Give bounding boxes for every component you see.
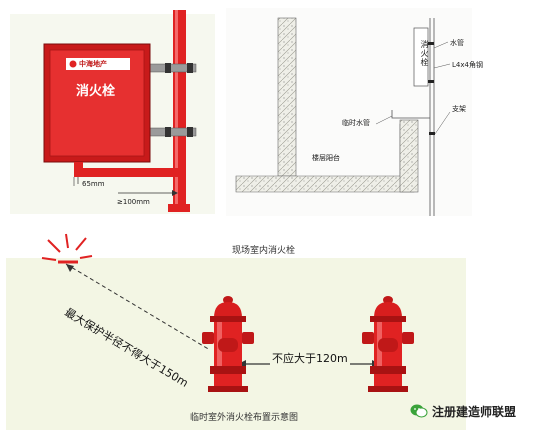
watermark-text: 注册建造师联盟 <box>432 404 517 419</box>
section-cabinet <box>413 27 429 87</box>
dimension-small: 65mm <box>82 180 105 188</box>
watermark: 注册建造师联盟 <box>410 402 516 420</box>
dimension-large: ≥100mm <box>117 198 150 206</box>
temp-pipe-label: 临时水管 <box>342 119 370 127</box>
outdoor-caption: 临时室外消火栓布置示意图 <box>190 413 299 423</box>
brand-plate <box>66 58 130 70</box>
wechat-icon <box>410 404 428 418</box>
spacing-note: 不应大于120m <box>270 350 350 366</box>
radius-line <box>65 263 211 351</box>
support-label: 支架 <box>452 105 466 113</box>
section-cabinet-label: 消火栓 <box>420 40 429 67</box>
cabinet-brand: 中海地产 <box>79 60 107 68</box>
water-pipe-label: 水管 <box>450 39 464 47</box>
indoor-caption: 现场室内消火栓 <box>232 246 296 256</box>
balcony-label: 楼层阳台 <box>312 154 340 162</box>
riser-pipe <box>173 10 186 212</box>
radius-origin-symbol <box>41 233 93 264</box>
cabinet-title: 消火栓 <box>76 84 116 99</box>
angle-steel-label: L4x4角钢 <box>452 61 483 69</box>
section-drawing <box>235 17 451 216</box>
hydrant-right <box>362 296 414 392</box>
hydrant-left <box>202 296 254 392</box>
left-wall <box>277 17 297 177</box>
cabinet-illustration <box>43 10 197 212</box>
outdoor-illustration <box>41 233 414 392</box>
